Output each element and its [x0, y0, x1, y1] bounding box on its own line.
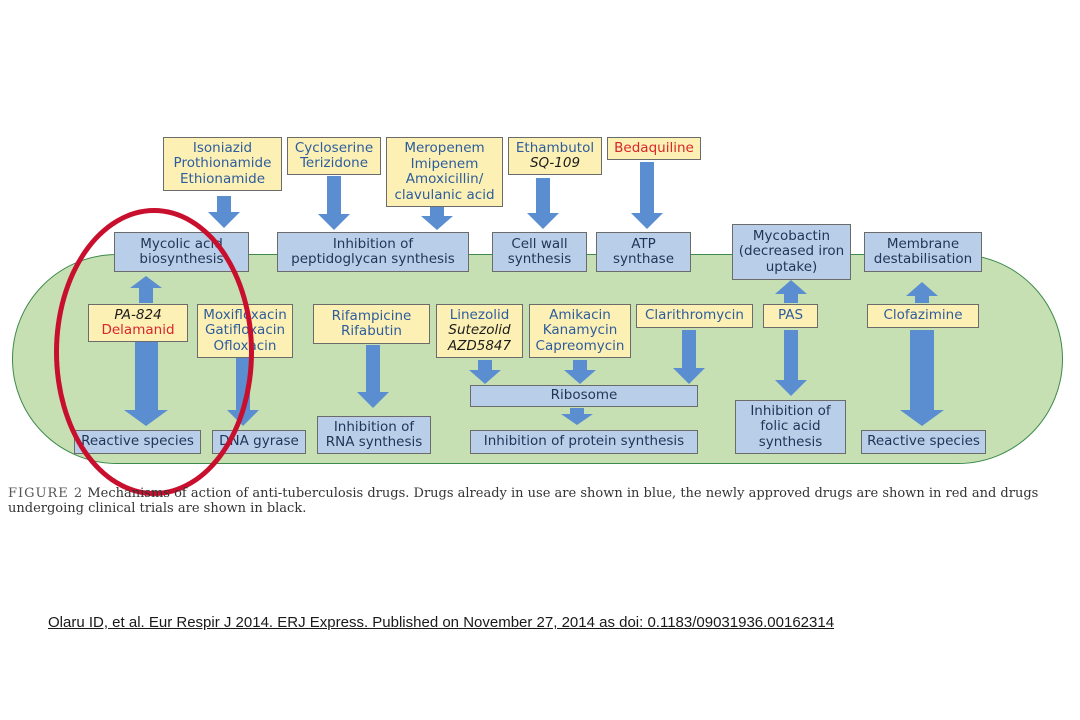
drug-prothionamide: Prothionamide	[173, 155, 272, 172]
drug-meropenem: Meropenem	[404, 140, 485, 156]
arrow-cycloserine	[318, 176, 350, 230]
target-ribosome-label: Ribosome	[550, 387, 618, 404]
target-mycobactin-line3: uptake)	[765, 258, 818, 275]
drug-clofazimine: Clofazimine	[883, 307, 963, 324]
target-protein-label: Inhibition of protein synthesis	[483, 433, 685, 450]
drug-box-meropenem: Meropenem Imipenem Amoxicillin/ clavulan…	[386, 137, 503, 207]
drug-amikacin: Amikacin	[549, 306, 611, 323]
drug-kanamycin: Kanamycin	[542, 322, 618, 339]
target-reactive-species-right: Reactive species	[861, 430, 986, 454]
figure-caption-text: Mechanisms of action of anti-tuberculosi…	[8, 486, 1039, 516]
target-cell-wall: Cell wall synthesis	[492, 232, 587, 272]
drug-clavulanic-acid: clavulanic acid	[394, 186, 495, 203]
target-reactive-right-label: Reactive species	[867, 433, 980, 450]
drug-clarithromycin: Clarithromycin	[645, 307, 744, 324]
drug-pas: PAS	[777, 307, 804, 324]
target-atp-line2: synthase	[612, 251, 675, 267]
drug-rifampicine: Rifampicine	[331, 307, 412, 324]
drug-sutezolid: Sutezolid	[448, 322, 511, 339]
drug-box-bedaquiline: Bedaquiline	[607, 137, 701, 160]
target-folic-line3: synthesis	[758, 433, 823, 450]
target-rna-line1: Inhibition of	[333, 418, 415, 435]
target-folic-line2: folic acid	[760, 418, 821, 435]
drug-azd5847: AZD5847	[447, 337, 512, 354]
drug-box-isoniazid: Isoniazid Prothionamide Ethionamide	[163, 137, 282, 191]
drug-box-clarithromycin: Clarithromycin	[636, 304, 753, 328]
drug-cycloserine: Cycloserine	[294, 139, 374, 156]
target-mycobactin-line1: Mycobactin	[752, 227, 831, 244]
target-mycobactin: Mycobactin (decreased iron uptake)	[732, 224, 851, 280]
drug-linezolid: Linezolid	[449, 306, 510, 323]
target-folic-line1: Inhibition of	[750, 402, 831, 419]
target-rna-synthesis: Inhibition of RNA synthesis	[317, 416, 431, 454]
target-cellwall-line1: Cell wall	[511, 235, 568, 252]
drug-ethionamide: Ethionamide	[180, 170, 265, 187]
drug-bedaquiline: Bedaquiline	[614, 139, 694, 156]
target-mycobactin-line2: (decreased iron	[738, 243, 845, 260]
target-membrane: Membrane destabilisation	[864, 232, 982, 272]
target-folic-acid: Inhibition of folic acid synthesis	[735, 400, 846, 454]
drug-box-pas: PAS	[763, 304, 818, 328]
target-dna-gyrase-label: DNA gyrase	[219, 433, 299, 450]
drug-box-clofazimine: Clofazimine	[867, 304, 979, 328]
drug-amoxicillin: Amoxicillin/	[405, 171, 484, 187]
arrow-bedaquiline	[631, 162, 663, 229]
target-rna-line2: RNA synthesis	[325, 434, 423, 450]
drug-sq109: SQ-109	[529, 155, 581, 171]
target-membrane-line2: destabilisation	[873, 251, 973, 267]
arrow-ethambutol	[527, 178, 559, 229]
target-peptidoglycan: Inhibition of peptidoglycan synthesis	[277, 232, 469, 272]
drug-box-rifamycins: Rifampicine Rifabutin	[313, 304, 430, 344]
drug-imipenem: Imipenem	[410, 155, 479, 172]
drug-box-cycloserine: Cycloserine Terizidone	[287, 137, 381, 175]
drug-capreomycin: Capreomycin	[535, 337, 625, 354]
figure-caption: FIGURE 2 Mechanisms of action of anti-tu…	[8, 486, 1074, 516]
target-cellwall-line2: synthesis	[507, 251, 572, 267]
drug-terizidone: Terizidone	[299, 155, 369, 171]
target-atp-line1: ATP	[631, 235, 656, 252]
arrow-meropenem	[421, 207, 453, 230]
arrow-isoniazid	[208, 196, 240, 228]
target-ribosome: Ribosome	[470, 385, 698, 407]
target-protein-synthesis: Inhibition of protein synthesis	[470, 430, 698, 454]
drug-box-ethambutol: Ethambutol SQ-109	[508, 137, 602, 175]
drug-rifabutin: Rifabutin	[341, 323, 402, 339]
drug-box-aminoglycosides: Amikacin Kanamycin Capreomycin	[529, 304, 631, 358]
drug-ethambutol: Ethambutol	[515, 139, 595, 156]
target-atp-synthase: ATP synthase	[596, 232, 691, 272]
drug-box-linezolid: Linezolid Sutezolid AZD5847	[436, 304, 523, 358]
highlight-ellipse	[54, 208, 254, 496]
citation-link[interactable]: Olaru ID, et al. Eur Respir J 2014. ERJ …	[48, 614, 835, 631]
target-peptidoglycan-line2: peptidoglycan synthesis	[291, 251, 455, 267]
drug-isoniazid: Isoniazid	[192, 139, 253, 156]
target-peptidoglycan-line1: Inhibition of	[332, 235, 414, 252]
figure-label: FIGURE 2	[8, 486, 84, 501]
target-membrane-line1: Membrane	[886, 235, 960, 252]
